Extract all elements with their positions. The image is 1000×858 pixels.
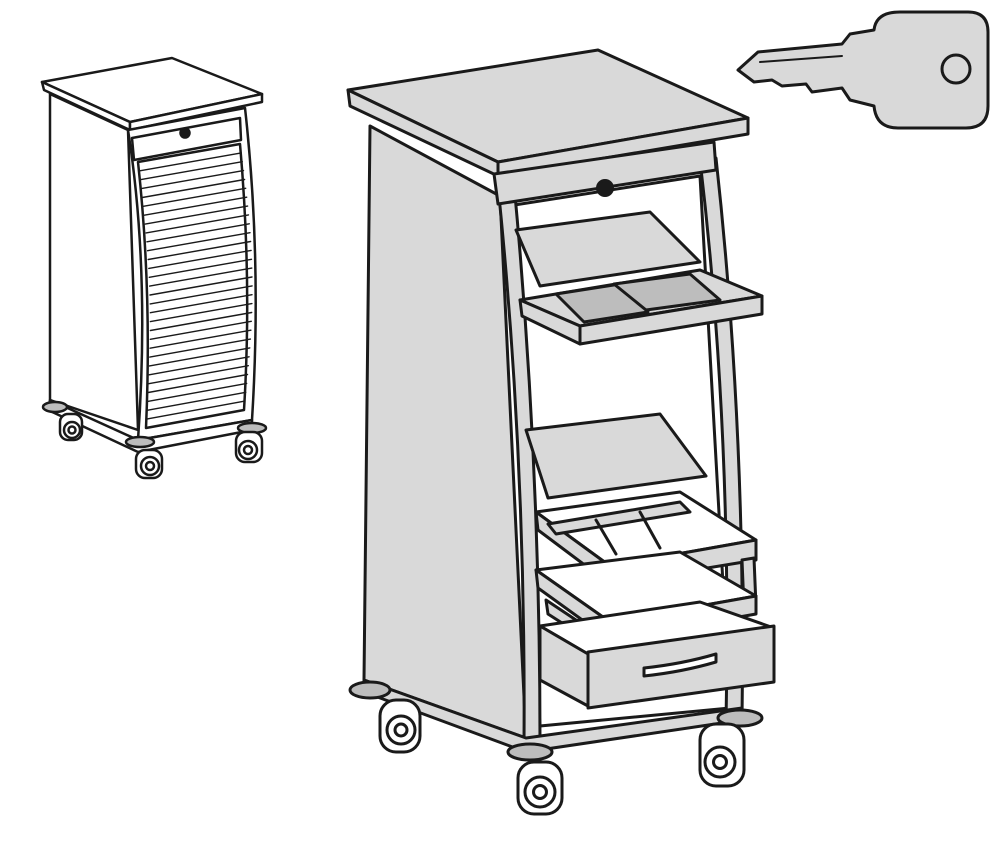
shutter-slat [146,391,247,411]
small-cart-wheel-back-left [41,400,84,442]
shutter-slat [146,382,248,403]
small-cart-roller-shutter[interactable] [136,142,249,430]
large-cart-top-side-edge [496,116,750,178]
small-cart-wheel-front-right [234,421,268,464]
small-cart-closed [40,56,268,480]
large-cart-open [346,48,776,816]
shutter-slat [141,178,246,199]
shutter-slat [142,187,247,208]
shutter-slat [149,276,253,296]
large-cart-wheel-front-left [506,742,564,816]
key-blade-groove [759,55,843,63]
shutter-slat [149,302,253,323]
shutter-slat [148,267,253,287]
small-cart-lock-rail [130,116,243,162]
shutter-slat [139,160,244,181]
shutter-slat [149,294,253,314]
shutter-slat [145,400,246,420]
shutter-slat [148,249,252,270]
shutter-slat [147,365,250,385]
shutter-slat [144,205,249,225]
shutter-slat [138,152,242,172]
shutter-slat [147,240,252,261]
shutter-slat [149,285,253,305]
large-cart-wheel-back-left [348,680,422,754]
large-cart-lower-shelf [524,412,708,500]
shutter-slat [148,258,253,278]
small-cart-wheel-front-left [124,435,164,480]
shutter-slat [149,329,252,349]
shutter-slat [145,214,250,234]
shutter-slat [148,356,250,376]
large-cart-upper-shelf [514,210,702,288]
small-cart-side-panel [48,92,140,432]
shutter-slat [149,320,253,340]
shutter-slat [148,347,251,367]
key-ring-hole [940,53,972,85]
shutter-slat [146,231,251,252]
key-body [736,10,990,130]
large-cart-drawer[interactable] [538,600,776,710]
small-cart-shutter-slats [138,152,253,420]
large-cart-pullout-tray[interactable] [518,268,764,346]
shutter-slat [149,311,253,332]
shutter-slat [146,223,251,243]
shutter-slat [149,338,252,358]
shutter-slat [147,373,249,394]
large-cart-lock-icon[interactable] [596,179,614,197]
drawer-handle[interactable] [642,652,718,678]
small-cart-lock-icon[interactable] [179,127,191,139]
key-icon [736,10,990,130]
small-cart-top-side-edge [128,92,264,132]
large-cart-lock-rail [492,140,718,206]
shutter-slat [140,169,245,190]
shutter-slat [143,196,248,216]
large-cart-wheel-front-right [698,708,764,788]
